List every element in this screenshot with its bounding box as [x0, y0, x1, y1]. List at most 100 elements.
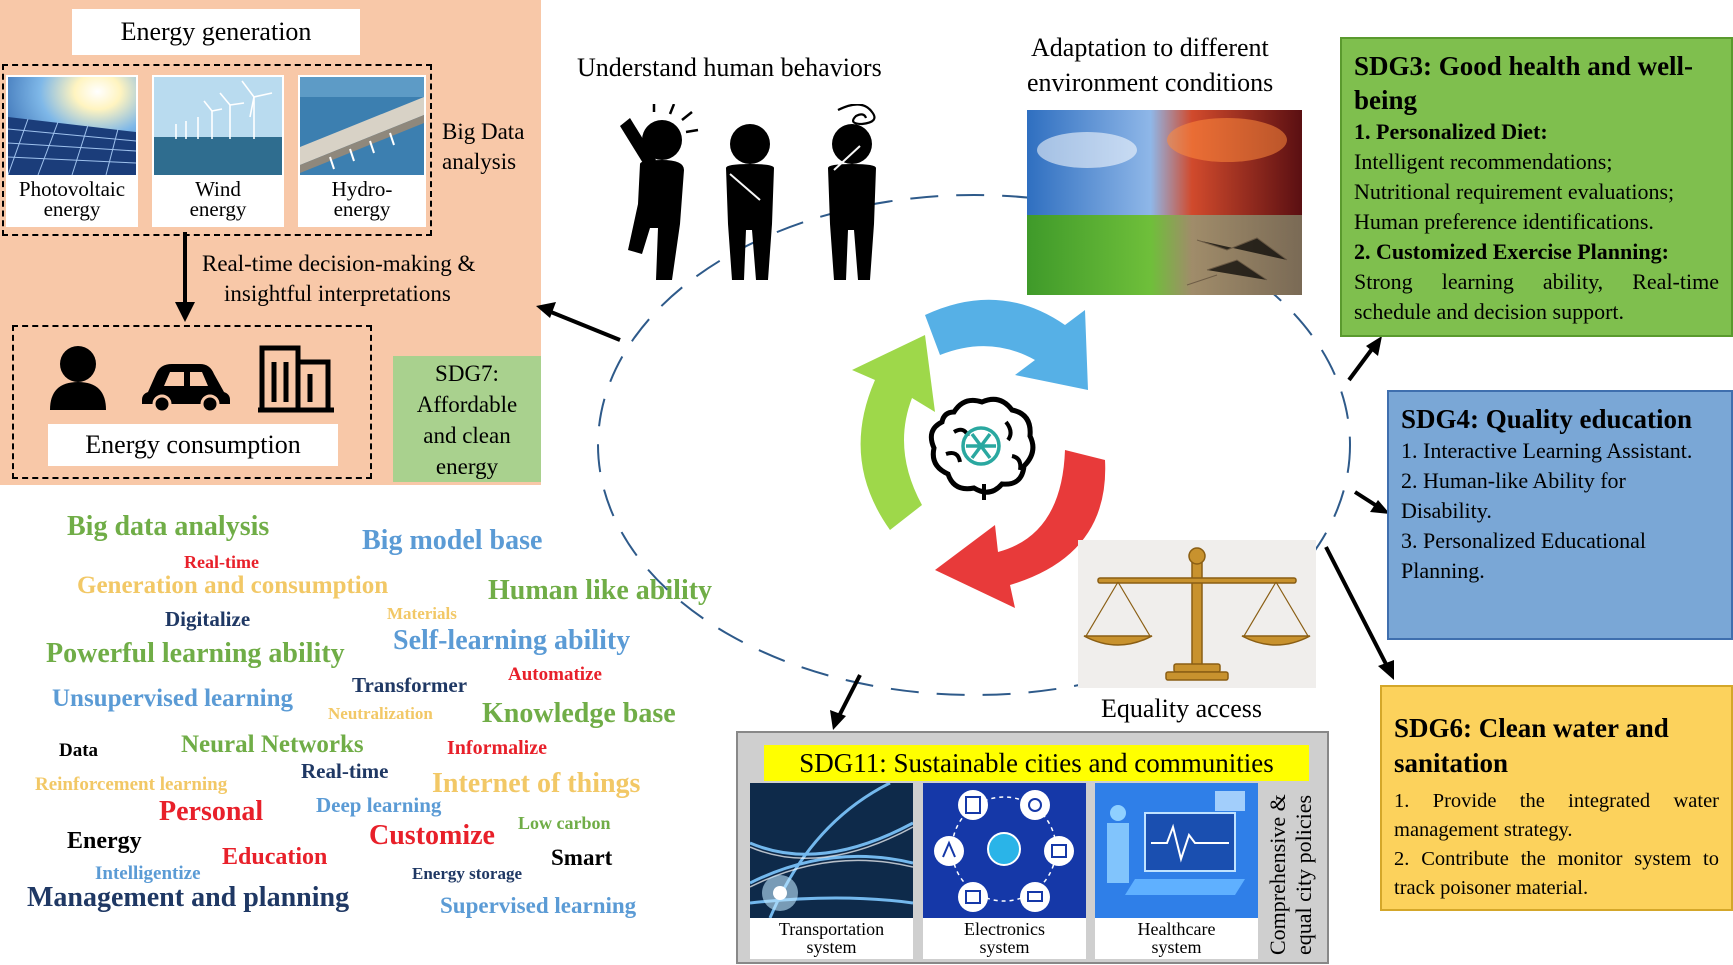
- balance-scale-image: [1078, 540, 1316, 688]
- big-data-label-2: analysis: [442, 149, 517, 174]
- decision-label-2: insightful interpretations: [224, 281, 451, 306]
- sdg6-box: SDG6: Clean water and sanitation 1. Prov…: [1380, 685, 1733, 911]
- word-cloud-term: Supervised learning: [440, 893, 637, 918]
- hydro-label-1: Hydro-: [331, 177, 393, 201]
- energy-generation-title: Energy generation: [72, 9, 360, 55]
- word-cloud-term: Reinforcement learning: [35, 774, 228, 795]
- word-cloud-term: Transformer: [352, 673, 468, 697]
- sdg3-box: SDG3: Good health and well-being 1. Pers…: [1340, 37, 1733, 337]
- sdg3-line-1: Intelligent recommendations;: [1354, 149, 1613, 174]
- sdg3-line-2: Nutritional requirement evaluations;: [1354, 179, 1675, 204]
- photovoltaic-label-2: energy: [43, 197, 101, 221]
- healthcare-label-2: system: [1151, 937, 1202, 957]
- word-cloud-term: Unsupervised learning: [52, 685, 294, 712]
- energy-consumption-label: Energy consumption: [48, 424, 338, 466]
- hydro-dam-image: [300, 77, 424, 175]
- word-cloud-term: Human like ability: [488, 575, 713, 606]
- equality-label: Equality access: [1101, 694, 1262, 723]
- arrow-to-energy: [545, 308, 621, 342]
- cycle-arrows: [852, 299, 1106, 608]
- word-cloud-term: Neural Networks: [181, 731, 364, 758]
- word-cloud-term: Self-learning ability: [393, 625, 631, 656]
- sdg4-line-1: 1. Interactive Learning Assistant.: [1401, 438, 1693, 463]
- sdg6-line-2: 2. Contribute the monitor system to trac…: [1394, 848, 1719, 899]
- adaptation-label-1: Adaptation to different: [1031, 33, 1269, 62]
- word-cloud-term: Powerful learning ability: [46, 638, 345, 669]
- sdg7-line-2: Affordable: [416, 392, 518, 417]
- word-cloud-term: Energy: [67, 828, 142, 854]
- wind-turbine-image: [154, 77, 282, 175]
- sdg7-box: SDG7: Affordable and clean energy: [393, 356, 541, 482]
- sdg6-line-1: 1. Provide the integrated water manageme…: [1394, 790, 1719, 841]
- consumption-dashed-box: [12, 325, 372, 479]
- adaptation-label-2: environment conditions: [1027, 68, 1274, 97]
- city-policies-line-1: Comprehensive &: [1265, 794, 1290, 955]
- word-cloud-term: Intelligentize: [95, 863, 201, 884]
- word-cloud-term: Education: [222, 844, 328, 870]
- word-cloud-term: Deep learning: [316, 793, 442, 817]
- sdg4-box: SDG4: Quality education 1. Interactive L…: [1387, 390, 1733, 640]
- word-cloud-term: Customize: [369, 820, 495, 851]
- arrow-to-sdg3: [1347, 343, 1377, 382]
- green-arrow: [852, 335, 935, 530]
- city-policies-line-2: equal city policies: [1291, 794, 1316, 955]
- red-arrow: [935, 450, 1106, 608]
- sdg3-line-3: Human preference identifications.: [1354, 209, 1654, 234]
- blue-arrow: [925, 299, 1088, 390]
- electronics-tile: Electronics system: [923, 783, 1086, 959]
- transportation-label-2: system: [806, 937, 857, 957]
- word-cloud-term: Generation and consumption: [77, 572, 389, 599]
- word-cloud-term: Big model base: [362, 525, 543, 556]
- word-cloud-term: Real-time: [184, 552, 259, 572]
- word-cloud-term: Materials: [387, 604, 457, 623]
- big-data-label-1: Big Data: [442, 119, 525, 144]
- word-cloud-term: Internet of things: [432, 768, 641, 799]
- healthcare-label-1: Healthcare: [1137, 919, 1216, 939]
- arrow-to-sdg4: [1353, 490, 1382, 510]
- human-figures-icon: [620, 104, 876, 280]
- word-cloud-term: Smart: [551, 845, 613, 870]
- sdg4-title: SDG4: Quality education: [1401, 404, 1693, 434]
- behaviors-label: Understand human behaviors: [577, 53, 882, 82]
- word-cloud-term: Automatize: [508, 664, 602, 685]
- decision-label-1: Real-time decision-making &: [202, 251, 476, 276]
- sdg7-line-4: energy: [435, 454, 499, 479]
- word-cloud-term: Big data analysis: [67, 511, 270, 542]
- transportation-image: [750, 783, 913, 918]
- sdg7-line-1: SDG7:: [435, 361, 499, 386]
- hydro-label-2: energy: [333, 197, 391, 221]
- electronics-label-1: Electronics: [964, 919, 1045, 939]
- word-cloud-term: Data: [59, 740, 99, 761]
- word-cloud-term: Personal: [159, 796, 264, 827]
- sdg3-title: SDG3: Good health and well-being: [1354, 51, 1694, 115]
- word-cloud-term: Informalize: [447, 737, 547, 759]
- electronics-label-2: system: [979, 937, 1030, 957]
- arrow-to-sdg6: [1324, 546, 1390, 669]
- word-cloud-term: Digitalize: [165, 607, 251, 631]
- sdg4-line-2: 2. Human-like Ability for Disability.: [1401, 468, 1626, 523]
- brain-ai-icon: [928, 396, 1036, 500]
- word-cloud-term: Knowledge base: [482, 698, 676, 729]
- sdg6-title: SDG6: Clean water and sanitation: [1394, 713, 1669, 778]
- healthcare-image: [1095, 783, 1258, 918]
- word-cloud-term: Management and planning: [27, 882, 350, 913]
- city-policies-label: Comprehensive & equal city policies: [1265, 794, 1317, 955]
- environment-image: [1027, 110, 1302, 295]
- car-icon: [142, 364, 230, 412]
- transportation-tile: Transportation system: [750, 783, 913, 959]
- photovoltaic-tile: Photovoltaic energy: [6, 75, 138, 227]
- sdg3-heading-2: 2. Customized Exercise Planning:: [1354, 239, 1669, 264]
- generation-dashed-box: [2, 64, 432, 236]
- word-cloud-term: Neutralization: [328, 704, 433, 723]
- sdg4-line-3: 3. Personalized Educational Planning.: [1401, 528, 1646, 583]
- hydro-tile: Hydro- energy: [298, 75, 426, 227]
- arrow-to-sdg11: [836, 674, 862, 719]
- sdg3-heading-1: 1. Personalized Diet:: [1354, 119, 1548, 144]
- person-icon: [50, 346, 106, 410]
- sdg11-title: SDG11: Sustainable cities and communitie…: [764, 745, 1309, 781]
- wind-tile: Wind energy: [152, 75, 284, 227]
- down-arrow: [175, 232, 195, 322]
- solar-panel-image: [8, 77, 136, 175]
- sdg3-line-4: Strong learning ability, Real-time sched…: [1354, 269, 1719, 324]
- building-icon: [258, 345, 334, 413]
